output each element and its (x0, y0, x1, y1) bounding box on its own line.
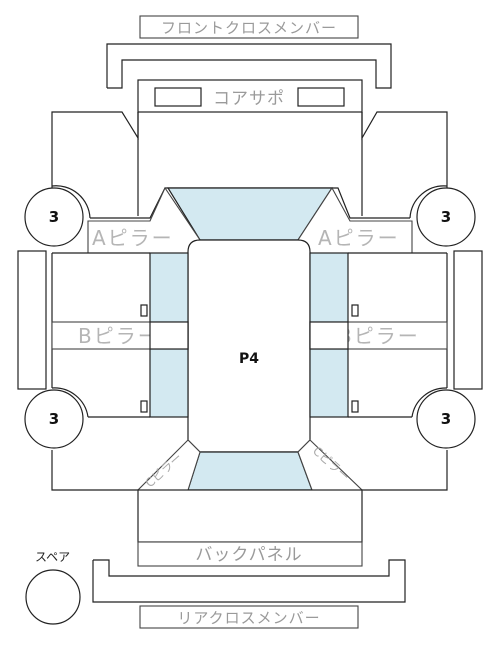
right-front-door-handle (351, 304, 359, 317)
front-cross-member-box (139, 15, 359, 39)
b-pillar-left-label: Bピラー (78, 324, 160, 348)
a-pillar-right-label: Aピラー (318, 226, 400, 250)
front-left-wheel-value: 3 (49, 208, 59, 226)
a-pillar-left-label: Aピラー (92, 226, 174, 250)
left-front-door-handle (140, 304, 148, 317)
rear-right-wheel-value: 3 (441, 410, 451, 428)
rear-window (187, 451, 313, 491)
front-right-wheel-arch (409, 185, 448, 219)
rear-cross-member-label: リアクロスメンバー (177, 609, 320, 627)
rear-cross-member-box (139, 605, 359, 629)
front-right-wheel-value: 3 (441, 208, 451, 226)
left-rear-door-handle (140, 400, 148, 413)
front-cross-member-label: フロントクロスメンバー (161, 19, 337, 37)
right-glass-b-overlay (309, 321, 349, 350)
left-headlight (154, 87, 202, 107)
front-left-wheel-arch (51, 185, 91, 219)
back-panel-box (137, 541, 363, 567)
front-left-wheel (24, 187, 84, 247)
spare-label: スペア (35, 550, 70, 564)
rear-quarter-left (51, 450, 138, 491)
right-headlight (297, 87, 345, 107)
b-pillar-right-label: Bピラー (338, 324, 420, 348)
left-glass-b-overlay (149, 321, 189, 350)
right-rear-door-handle (351, 400, 359, 413)
rear-right-wheel-arch (411, 387, 448, 418)
rear-left-wheel-value: 3 (49, 410, 59, 428)
back-panel-label: バックパネル (195, 545, 302, 565)
rear-bumper-outline (92, 559, 406, 603)
core-support-label: コアサポ (213, 89, 285, 109)
trunk-area (137, 489, 363, 543)
right-side-skirt (453, 250, 483, 390)
left-side-skirt (17, 250, 47, 390)
center-label: P4 (239, 351, 259, 367)
spare-tire (25, 569, 81, 625)
front-bumper-outline (106, 43, 392, 89)
cabin-roof (187, 239, 311, 453)
rear-quarter-right (362, 450, 448, 491)
rear-right-wheel (416, 389, 476, 449)
rear-left-wheel (24, 389, 84, 449)
front-right-wheel (416, 187, 476, 247)
rear-left-wheel-arch (51, 387, 89, 418)
